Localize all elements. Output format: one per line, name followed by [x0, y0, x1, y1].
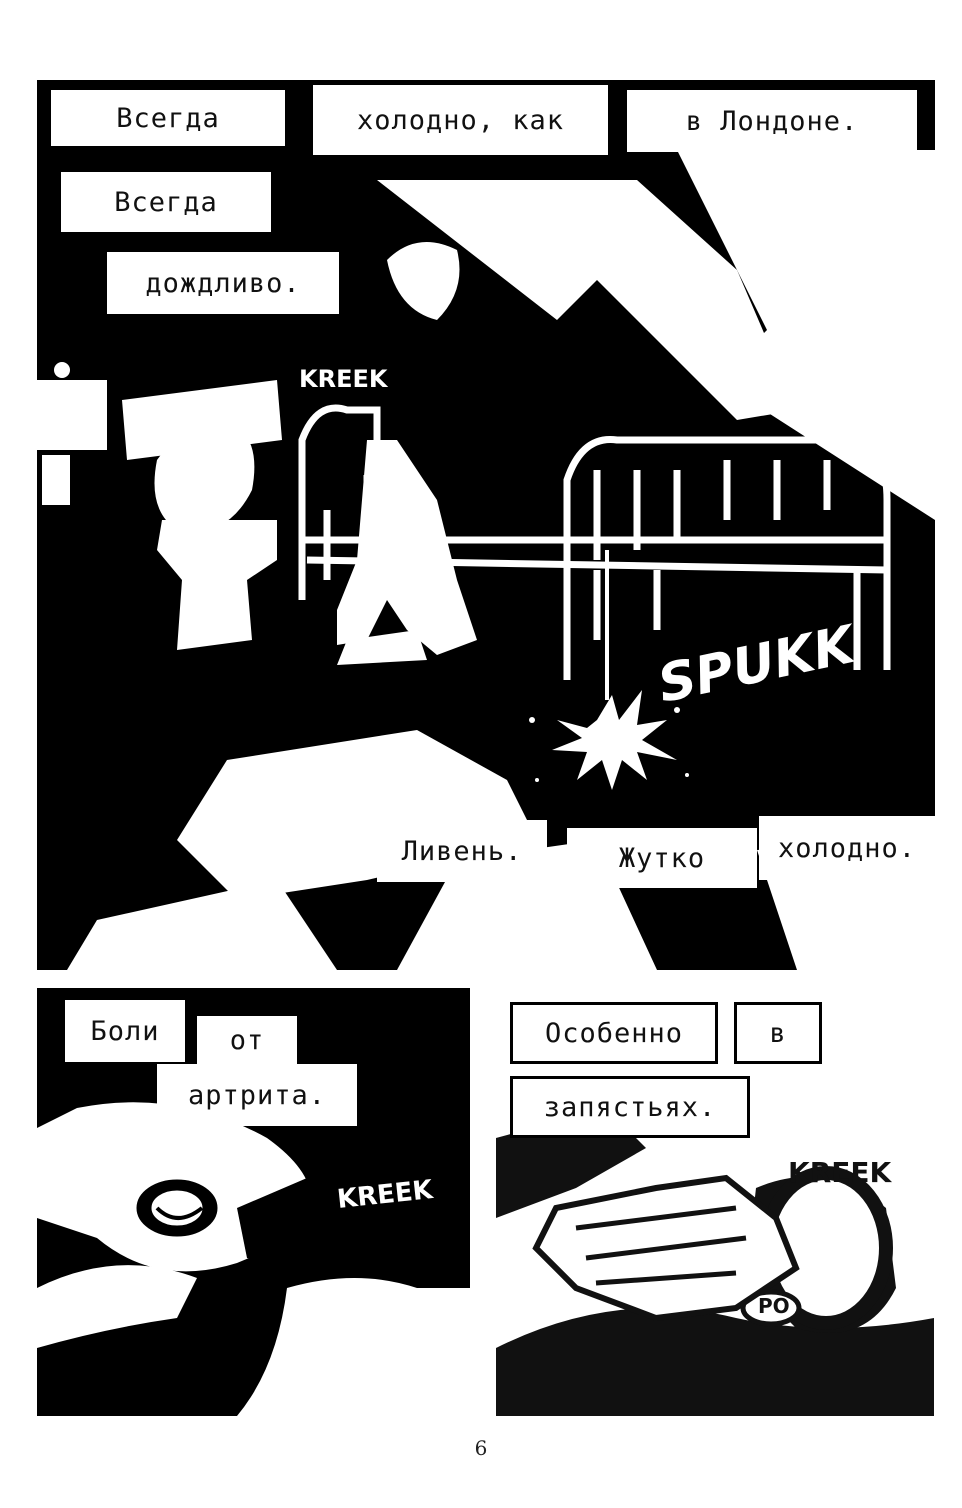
panel-3-art	[496, 988, 934, 1416]
panel-2-art	[37, 1102, 470, 1416]
bed-sheet	[496, 1308, 934, 1416]
caption-in: в	[734, 1002, 822, 1064]
hand	[187, 1178, 367, 1388]
caption-cold-like: холодно, как	[313, 85, 608, 155]
wrist-hand	[532, 1174, 800, 1322]
caption-pains: Боли	[65, 1000, 185, 1062]
sink	[37, 362, 107, 505]
toilet	[122, 380, 282, 650]
sfx-kreek: KREEK	[299, 365, 388, 393]
caption-downpour: Ливень.	[377, 820, 547, 882]
caption-rainy: дождливо.	[107, 252, 339, 314]
caption-in-london: в Лондоне.	[627, 90, 917, 152]
panel-1-art	[37, 150, 935, 970]
caption-terribly: Жутко	[567, 828, 757, 888]
panel-1: Всегда холодно, как в Лондоне. Всегда до…	[37, 80, 935, 970]
caption-arthritis: артрита.	[157, 1064, 357, 1126]
panel-3: Особенно в запястьях. KREEK PO	[496, 988, 934, 1416]
caption-from: от	[197, 1016, 297, 1064]
caption-wrists: запястьях.	[510, 1076, 750, 1138]
sfx-kreek: KREEK	[788, 1156, 892, 1189]
caption-especially: Особенно	[510, 1002, 718, 1064]
window-light-beam-upper	[377, 180, 797, 420]
caption-cold: холодно.	[759, 816, 935, 880]
panel-2: Боли от артрита. KREEK	[37, 988, 470, 1416]
can	[740, 1166, 896, 1333]
splash	[529, 550, 689, 790]
window-light-floor-bottom	[67, 880, 337, 970]
old-man	[337, 242, 477, 665]
faucet-handle	[136, 1179, 218, 1237]
caption-always-1: Всегда	[51, 90, 285, 146]
can-label: PO	[758, 1294, 790, 1318]
caption-always-2: Всегда	[61, 172, 271, 232]
window-light-beam-right	[677, 150, 935, 520]
page-number: 6	[474, 1436, 488, 1460]
